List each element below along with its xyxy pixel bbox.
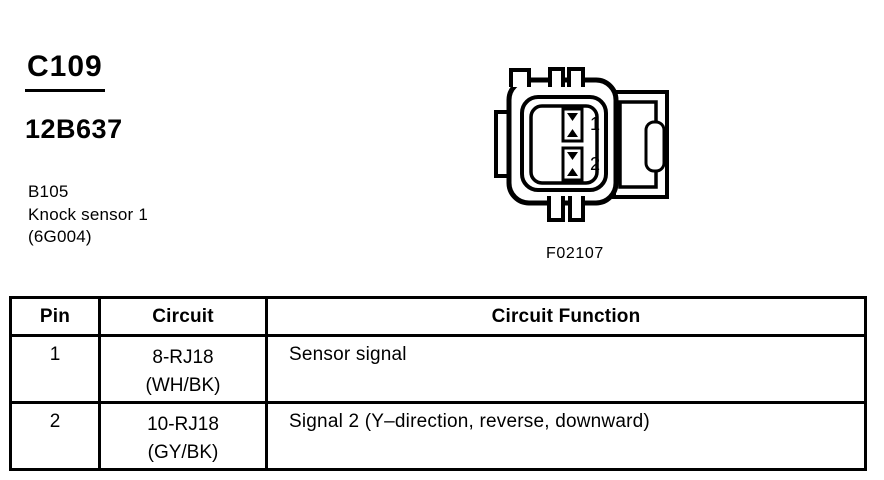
circuit-wire-color: (GY/BK) bbox=[147, 442, 219, 463]
col-header-circuit-function: Circuit Function bbox=[265, 296, 867, 337]
col-header-circuit: Circuit bbox=[98, 296, 268, 337]
circuit-number: 8-RJ18 bbox=[152, 347, 214, 368]
table-row-pin-1: 1 8-RJ18 (WH/BK) Sensor signal bbox=[9, 334, 867, 404]
pin-2-label: 2 bbox=[590, 154, 600, 174]
cell-circuit: 10-RJ18 (GY/BK) bbox=[98, 401, 268, 471]
table-row-pin-2: 2 10-RJ18 (GY/BK) Signal 2 (Y–direction,… bbox=[9, 401, 867, 471]
connector-top-tab bbox=[548, 67, 565, 87]
cell-circuit: 8-RJ18 (WH/BK) bbox=[98, 334, 268, 404]
circuit-wire-color: (WH/BK) bbox=[145, 375, 221, 396]
connector-id-title: C109 bbox=[25, 50, 105, 92]
component-code: (6G004) bbox=[28, 227, 92, 246]
cell-pin-number: 1 bbox=[9, 334, 101, 404]
connector-bottom-tab bbox=[547, 196, 565, 222]
pin-1-label: 1 bbox=[590, 114, 600, 134]
connector-side-bracket bbox=[612, 90, 669, 199]
cell-pin-number: 2 bbox=[9, 401, 101, 471]
connector-seal-ring-inner bbox=[529, 104, 599, 185]
connector-bottom-tab bbox=[568, 196, 585, 222]
component-name: Knock sensor 1 bbox=[28, 204, 148, 224]
pin-2-cavity bbox=[561, 146, 584, 182]
part-number: 12B637 bbox=[25, 114, 123, 144]
component-info: B105 Knock sensor 1 (6G004) bbox=[28, 181, 148, 249]
table-header-row: Pin Circuit Circuit Function bbox=[9, 296, 867, 337]
connector-top-step bbox=[509, 68, 531, 87]
connector-seal-ring-outer bbox=[520, 95, 608, 192]
col-header-pin: Pin bbox=[9, 296, 101, 337]
connector-top-tab bbox=[567, 67, 585, 87]
pin-1-cavity bbox=[561, 107, 584, 143]
circuit-number: 10-RJ18 bbox=[147, 414, 219, 435]
cell-circuit-function: Signal 2 (Y–direction, reverse, downward… bbox=[265, 401, 867, 471]
cell-circuit-function: Sensor signal bbox=[265, 334, 867, 404]
pinout-table: Pin Circuit Circuit Function 1 8-RJ18 (W… bbox=[9, 296, 867, 471]
connector-diagram: 1 2 bbox=[494, 67, 669, 222]
component-id: B105 bbox=[28, 182, 69, 201]
figure-label: F02107 bbox=[546, 245, 604, 262]
